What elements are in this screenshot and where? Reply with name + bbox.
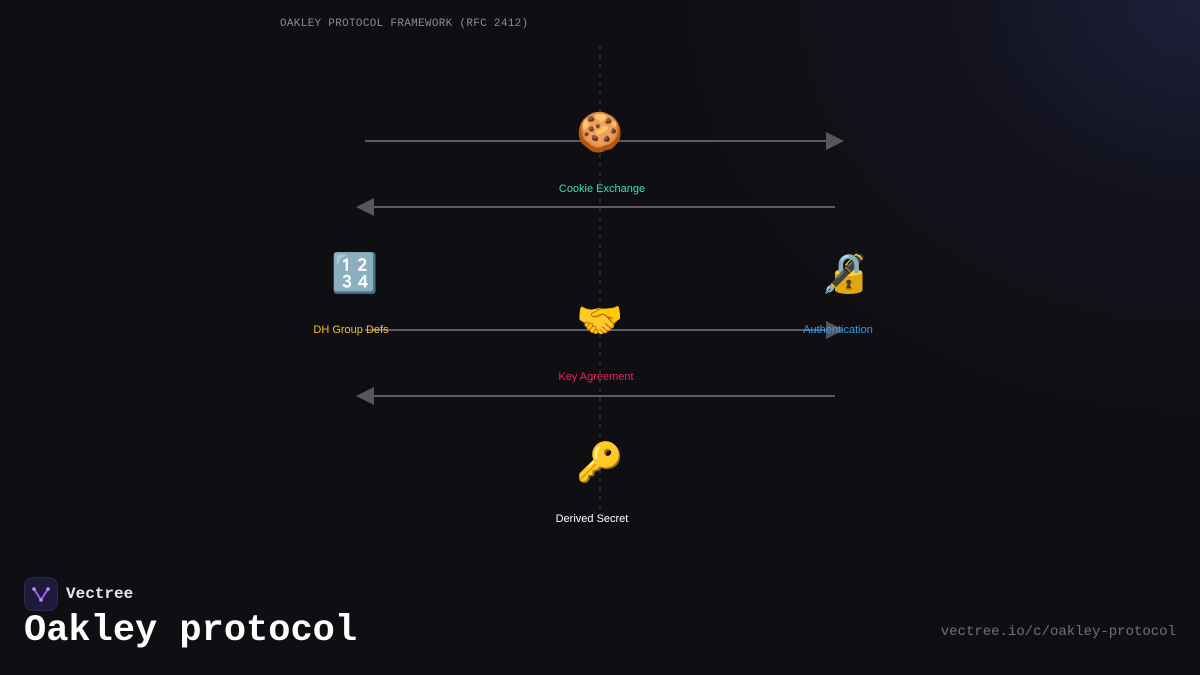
page-title: Oakley protocol — [24, 610, 358, 652]
vectree-logo-icon — [24, 577, 58, 611]
cookie-icon: 🍪 — [576, 110, 624, 154]
brand: Vectree — [24, 577, 133, 611]
derived-secret-label: Derived Secret — [555, 513, 629, 525]
authentication-label: Authentication — [803, 324, 873, 336]
brand-name: Vectree — [66, 585, 134, 603]
key-agreement-label: Key Agreement — [558, 371, 634, 383]
arrow-key-response — [356, 387, 835, 405]
page-url[interactable]: vectree.io/c/oakley-protocol — [940, 624, 1176, 640]
arrow-key-request — [365, 321, 844, 339]
dh-group-defs-label: DH Group Defs — [313, 324, 389, 336]
arrow-head — [356, 198, 374, 216]
arrow-cookie-response — [356, 198, 835, 216]
framework-title: OAKLEY PROTOCOL FRAMEWORK (RFC 2412) — [280, 18, 529, 30]
arrow-head — [826, 321, 844, 339]
cookie-exchange-label: Cookie Exchange — [558, 183, 646, 195]
handshake-icon: 🤝 — [576, 298, 624, 342]
arrow-cookie-request — [365, 132, 844, 150]
message-arrows — [356, 132, 844, 405]
numbers-icon: 🔢 — [331, 251, 379, 295]
arrow-head — [356, 387, 374, 405]
key-icon: 🔑 — [576, 440, 624, 484]
lock-with-pen-icon: 🔏 — [821, 251, 869, 295]
arrow-head — [826, 132, 844, 150]
